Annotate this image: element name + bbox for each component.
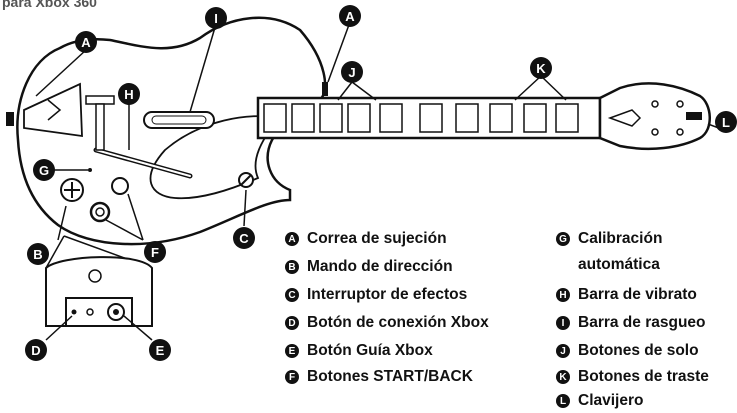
svg-text:J: J [348,65,355,80]
xbox-guide-button [89,201,111,223]
svg-text:K: K [536,61,546,76]
legend-text: automática [578,256,660,273]
fret-buttons [263,103,579,133]
callout-e: E [149,339,171,361]
strap-button-left [6,112,14,126]
legend-item-d: D Botón de conexión Xbox [285,314,489,332]
legend-item-b: B Mando de dirección [285,258,453,276]
legend-badge: G [556,232,570,246]
callout-d: D [25,339,47,361]
svg-text:F: F [151,245,159,260]
svg-text:C: C [239,231,249,246]
legend-item-c: C Interruptor de efectos [285,286,467,304]
legend-item-i: I Barra de rasgueo [556,314,706,332]
callout-c: C [233,227,255,249]
start-back-button [111,177,129,195]
legend-item-j: J Botones de solo [556,342,699,360]
legend-text: Calibración [578,230,663,247]
legend-item-h: H Barra de vibrato [556,286,697,304]
strum-bar [143,111,215,129]
legend-text: Mando de dirección [307,258,453,275]
svg-text:G: G [39,163,49,178]
svg-text:B: B [33,247,42,262]
legend-badge: A [285,232,299,246]
legend-text: Botones de traste [578,368,709,385]
svg-text:D: D [31,343,40,358]
legend-item-e: E Botón Guía Xbox [285,342,433,360]
legend-text: Botones de solo [578,342,699,359]
callout-i: I [205,7,227,29]
legend-text: Interruptor de efectos [307,286,468,303]
strap-button-right [322,82,328,96]
legend-text: Clavijero [578,392,644,409]
callout-b: B [27,243,49,265]
callout-g: G [33,159,55,181]
callout-a-right: A [339,5,361,27]
legend-item-f: F Botones START/BACK [285,368,473,386]
legend-badge: L [556,394,570,408]
callout-l: L [715,111,737,133]
svg-text:I: I [214,11,218,26]
svg-text:L: L [722,115,730,130]
legend-badge: F [285,370,299,384]
legend-badge: B [285,260,299,274]
legend-badge: D [285,316,299,330]
svg-text:H: H [124,87,133,102]
callout-f: F [144,241,166,263]
callout-a-top: A [75,31,97,53]
legend-text: Barra de rasgueo [578,314,706,331]
legend-item-k: K Botones de traste [556,368,709,386]
bridge [23,82,83,138]
legend-item-l: L Clavijero [556,392,643,410]
legend-text: Correa de sujeción [307,230,447,247]
callout-k: K [530,57,552,79]
legend-text: Botón de conexión Xbox [307,314,489,331]
legend-item-a: A Correa de sujeción [285,230,447,248]
legend-badge: J [556,344,570,358]
pickguard [149,115,280,200]
caption: para Xbox 360 [2,0,97,10]
svg-text:A: A [81,35,91,50]
legend-badge: C [285,288,299,302]
legend-badge: H [556,288,570,302]
legend-badge: E [285,344,299,358]
legend-text: Botones START/BACK [307,368,473,385]
legend-badge: K [556,370,570,384]
legend-item-g-cont: automática [578,256,660,274]
legend-text: Barra de vibrato [578,286,697,303]
svg-text:E: E [156,343,165,358]
legend-text: Botón Guía Xbox [307,342,433,359]
svg-text:A: A [345,9,355,24]
legend-badge: I [556,316,570,330]
legend-item-g: G Calibración [556,230,662,248]
callout-j: J [341,61,363,83]
callout-h: H [118,83,140,105]
